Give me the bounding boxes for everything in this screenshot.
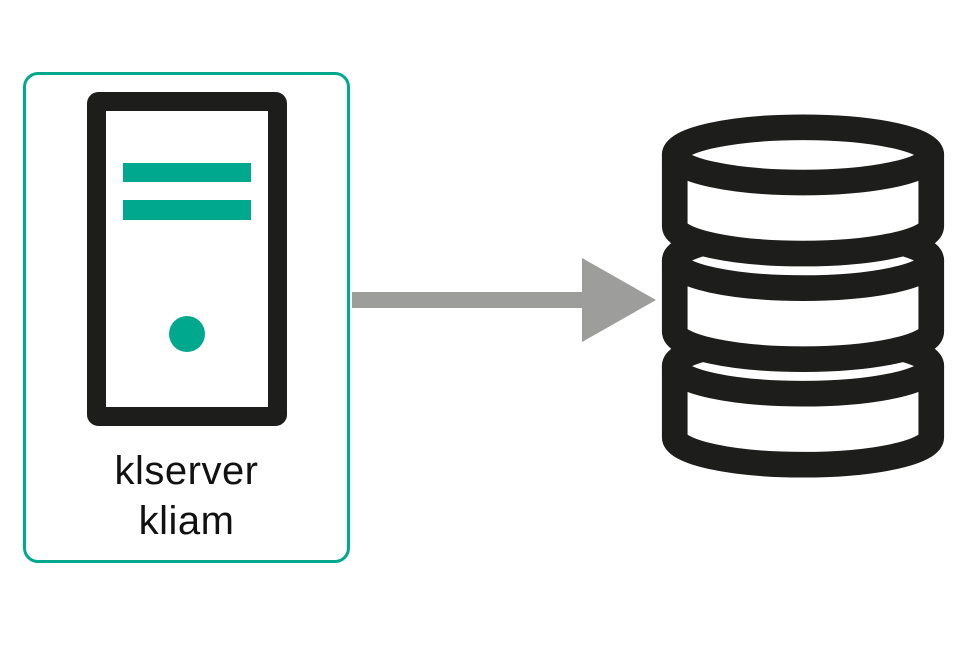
- database-disk-top-rim: [661, 142, 945, 196]
- server-node-label: klserver kliam: [26, 446, 347, 546]
- database-icon: [661, 114, 945, 478]
- arrow-head: [582, 258, 656, 342]
- server-slot-bar-top: [122, 163, 251, 182]
- arrow-shaft: [352, 292, 582, 308]
- server-tower-frame: [86, 92, 287, 426]
- server-node: klserver kliam: [23, 72, 350, 563]
- server-slot-bar-bottom: [122, 200, 251, 220]
- server-node-label-line2: kliam: [138, 499, 235, 543]
- server-power-dot: [168, 316, 205, 352]
- database-disk-middle-rim: [661, 247, 945, 301]
- database-disk-bottom-rim: [661, 353, 945, 407]
- server-tower-icon: [86, 92, 287, 426]
- arrow-right-icon: [352, 258, 656, 342]
- server-node-label-line1: klserver: [114, 449, 259, 493]
